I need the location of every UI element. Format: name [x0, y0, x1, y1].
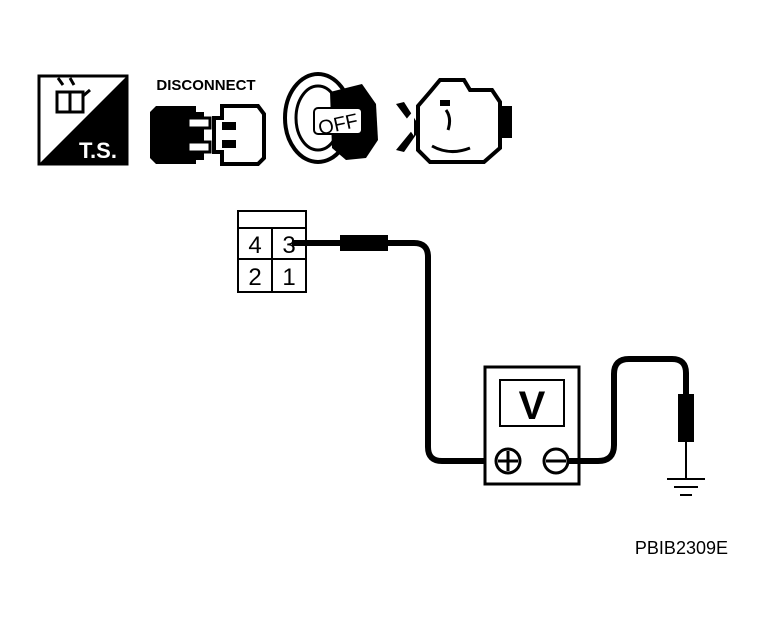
positive-test-lead: [292, 235, 495, 464]
voltmeter: V: [483, 365, 581, 486]
ts-connector-glyph-icon: [55, 77, 91, 114]
terminal-3: 3: [282, 232, 295, 259]
voltmeter-label: V: [519, 384, 546, 428]
positive-probe-handle: [340, 235, 388, 251]
ts-icon: T.S.: [37, 74, 129, 166]
negative-test-lead: [568, 356, 694, 478]
negative-terminal-icon: [542, 447, 570, 475]
figure-code: PBIB2309E: [635, 538, 728, 558]
engine-icon: [396, 78, 512, 164]
terminal-2: 2: [248, 264, 261, 291]
ts-label: T.S.: [79, 138, 117, 163]
terminal-4: 4: [248, 232, 261, 259]
disconnect-label: DISCONNECT: [156, 77, 255, 94]
terminal-1: 1: [282, 264, 295, 291]
ground-symbol-icon: [667, 478, 705, 496]
disconnect-icon: DISCONNECT: [150, 77, 266, 166]
positive-terminal-icon: [494, 447, 522, 475]
harness-connector: 4 3 2 1: [237, 210, 307, 293]
ignition-key-off-icon: OFF: [283, 72, 378, 164]
negative-probe-handle: [678, 394, 694, 442]
